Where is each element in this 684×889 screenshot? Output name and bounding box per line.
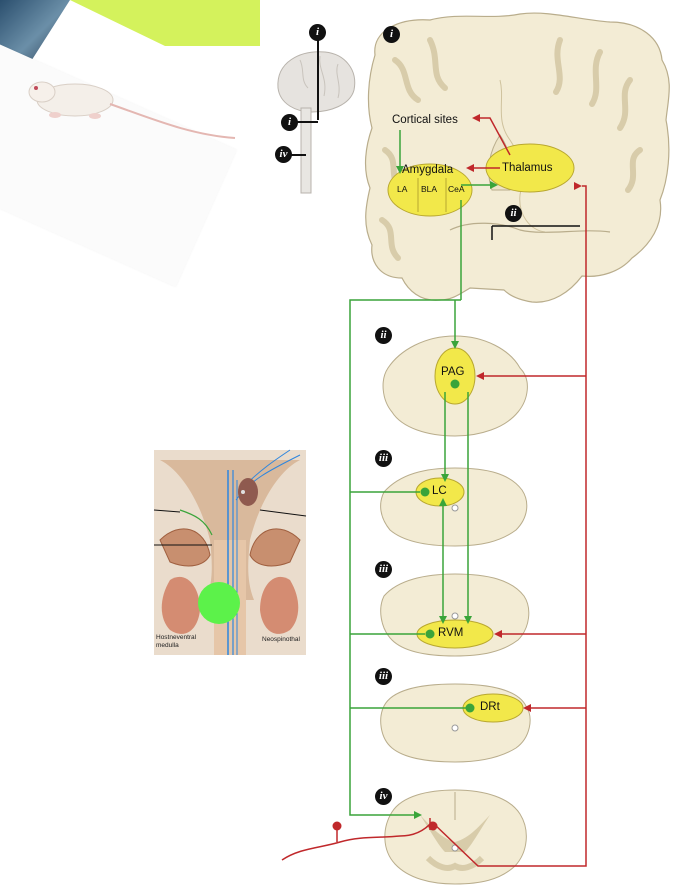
rvm-label: RVM xyxy=(438,627,463,639)
thalamus-label: Thalamus xyxy=(502,162,553,174)
badge-coronal: i xyxy=(383,26,400,43)
badge-lc-section: iii xyxy=(375,450,392,467)
amygdala-label: Amygdala xyxy=(402,164,453,176)
cortical-sites-label: Cortical sites xyxy=(392,114,458,126)
badge-coronal-cut: ii xyxy=(505,205,522,222)
badge-brain-small-top: i xyxy=(309,24,326,41)
bla-label: BLA xyxy=(421,184,437,194)
la-label: LA xyxy=(397,184,407,194)
badge-brain-small-bottom: iv xyxy=(275,146,292,163)
pag-label: PAG xyxy=(441,366,464,378)
badge-spinal-section: iv xyxy=(375,788,392,805)
drt-label: DRt xyxy=(480,701,500,713)
inset-label-right: Neospinothal xyxy=(262,636,300,643)
inset-green-circle xyxy=(198,582,240,624)
badge-brain-small-middle: i xyxy=(281,114,298,131)
spinal-cord-section-shape xyxy=(385,790,526,884)
inset-label-left: Hostneventral medulla xyxy=(156,634,216,650)
lc-label: LC xyxy=(432,485,447,497)
badge-drt-section: iii xyxy=(375,668,392,685)
cea-label: CeA xyxy=(448,184,465,194)
rat-illustration xyxy=(29,82,235,138)
badge-pag-section: ii xyxy=(375,327,392,344)
inset-brain-image xyxy=(154,450,306,655)
badge-rvm-section: iii xyxy=(375,561,392,578)
